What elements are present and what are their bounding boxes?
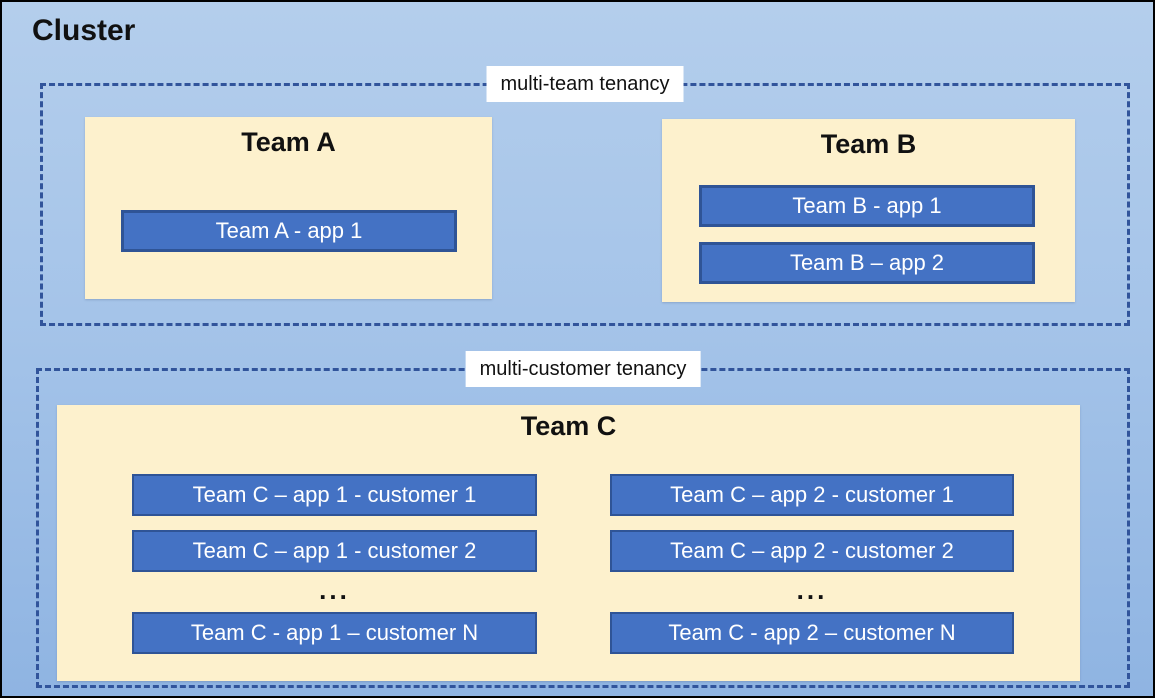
team-c-app2-customerN-node: Team C - app 2 – customer N bbox=[610, 612, 1014, 654]
team-c-app1-column: Team C – app 1 - customer 1 Team C – app… bbox=[132, 405, 537, 681]
team-c-app1-customer2-node: Team C – app 1 - customer 2 bbox=[132, 530, 537, 572]
team-a-app-1-node: Team A - app 1 bbox=[121, 210, 457, 252]
team-b-app-1-node: Team B - app 1 bbox=[699, 185, 1035, 227]
team-b-app-2-node: Team B – app 2 bbox=[699, 242, 1035, 284]
multi-customer-tenancy-group: multi-customer tenancy Team C Team C – a… bbox=[36, 351, 1130, 688]
team-c-app1-ellipsis: ... bbox=[319, 574, 350, 605]
team-c-app2-customer2-node: Team C – app 2 - customer 2 bbox=[610, 530, 1014, 572]
team-c-app2-customer1-node: Team C – app 2 - customer 1 bbox=[610, 474, 1014, 516]
team-a-title: Team A bbox=[241, 127, 336, 157]
cluster-title: Cluster bbox=[32, 14, 136, 47]
team-b-title: Team B bbox=[820, 129, 917, 159]
team-c-panel: Team C Team C – app 1 - customer 1 Team … bbox=[57, 405, 1080, 681]
team-c-title: Team C bbox=[520, 411, 617, 441]
team-b-panel: Team B Team B - app 1 Team B – app 2 bbox=[662, 119, 1075, 302]
team-c-app1-customer1-node: Team C – app 1 - customer 1 bbox=[132, 474, 537, 516]
team-c-app2-ellipsis: ... bbox=[796, 574, 828, 605]
multi-team-tenancy-group: multi-team tenancy Team A Team A - app 1… bbox=[40, 66, 1130, 326]
team-c-app1-customerN-node: Team C - app 1 – customer N bbox=[132, 612, 537, 654]
multi-team-tenancy-label: multi-team tenancy bbox=[486, 66, 684, 102]
team-c-app2-column: Team C – app 2 - customer 1 Team C – app… bbox=[610, 405, 1014, 681]
team-a-panel: Team A Team A - app 1 bbox=[85, 117, 492, 299]
multi-customer-tenancy-label: multi-customer tenancy bbox=[465, 351, 701, 387]
